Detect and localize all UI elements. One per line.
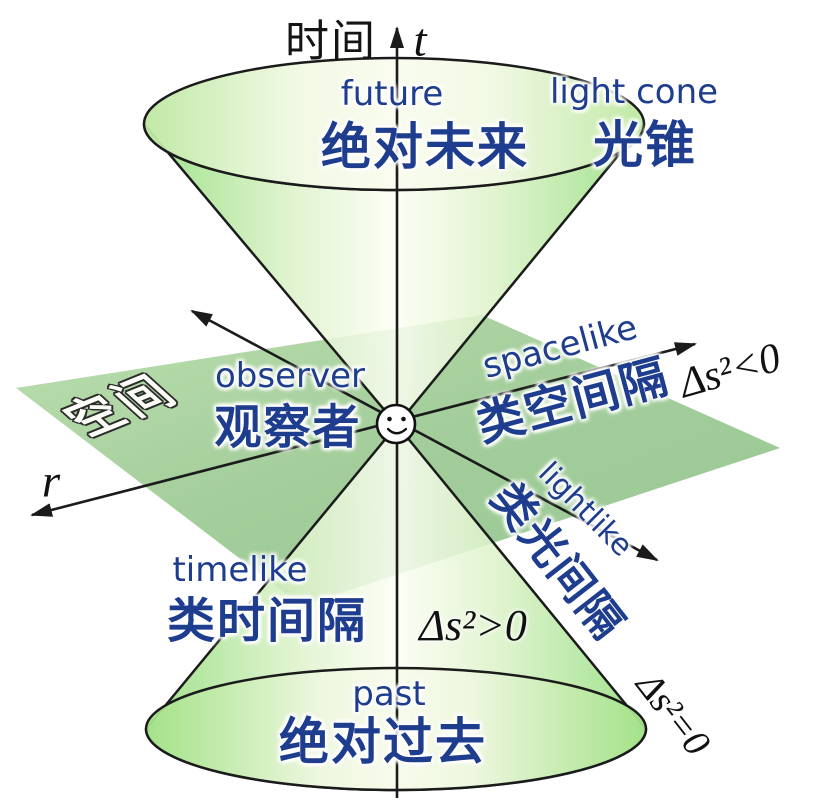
- observer-label-en: observer: [214, 356, 366, 396]
- timelike-interval-equation: Δs²>0: [419, 601, 527, 650]
- r-axis-symbol: r: [41, 455, 61, 508]
- future-label-zh: 绝对未来: [321, 118, 529, 176]
- timelike-label-en: timelike: [172, 550, 308, 590]
- time-axis-label-zh: 时间: [285, 16, 377, 67]
- observer-label-zh: 观察者: [214, 400, 362, 456]
- observer-smiley-icon: [375, 403, 417, 445]
- time-axis-symbol: t: [413, 14, 427, 67]
- timelike-label-zh: 类时间隔: [166, 593, 368, 649]
- light-cone-label-zh: 光锥: [593, 116, 697, 174]
- light-cone-label-en: light cone: [549, 72, 719, 112]
- past-label-zh: 绝对过去: [279, 713, 487, 771]
- upper-cone-opening-ellipse: [142, 56, 646, 192]
- future-label-en: future: [340, 74, 444, 114]
- past-label-en: past: [352, 674, 426, 714]
- lightlike-ray-line: [190, 309, 659, 562]
